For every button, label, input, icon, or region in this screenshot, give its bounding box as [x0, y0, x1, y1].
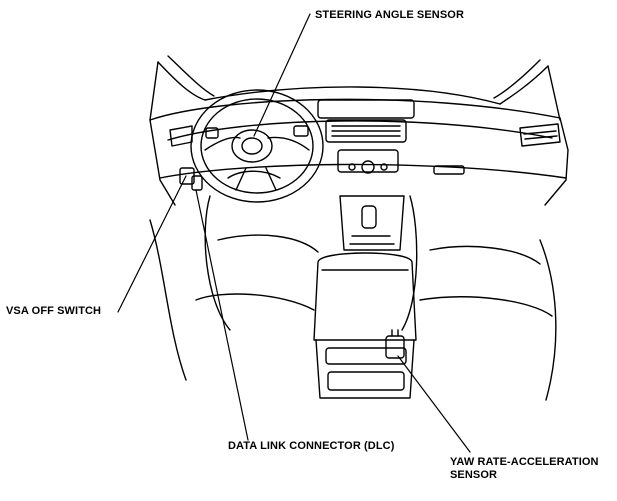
leader-dlc — [195, 189, 249, 441]
leader-lines — [117, 13, 471, 453]
windshield-frame — [149, 55, 561, 121]
center-console — [313, 195, 417, 399]
passenger-seat — [401, 195, 557, 401]
vsa-off-switch-assembly — [179, 167, 203, 191]
steering-wheel — [190, 89, 324, 203]
driver-seat — [149, 195, 319, 381]
leader-vsa — [117, 175, 187, 313]
dashboard — [149, 98, 569, 206]
yaw-rate-sensor-label: YAW RATE-ACCELERATION SENSOR — [450, 456, 599, 482]
steering-angle-sensor-label: STEERING ANGLE SENSOR — [315, 9, 464, 21]
yaw-rate-label-line2: SENSOR — [450, 469, 498, 481]
leader-yaw — [397, 355, 471, 453]
yaw-rate-label-line1: YAW RATE-ACCELERATION — [450, 456, 599, 468]
data-link-connector-label: DATA LINK CONNECTOR (DLC) — [228, 440, 395, 452]
vsa-off-switch-label: VSA OFF SWITCH — [6, 305, 102, 317]
leader-steering — [253, 13, 311, 137]
